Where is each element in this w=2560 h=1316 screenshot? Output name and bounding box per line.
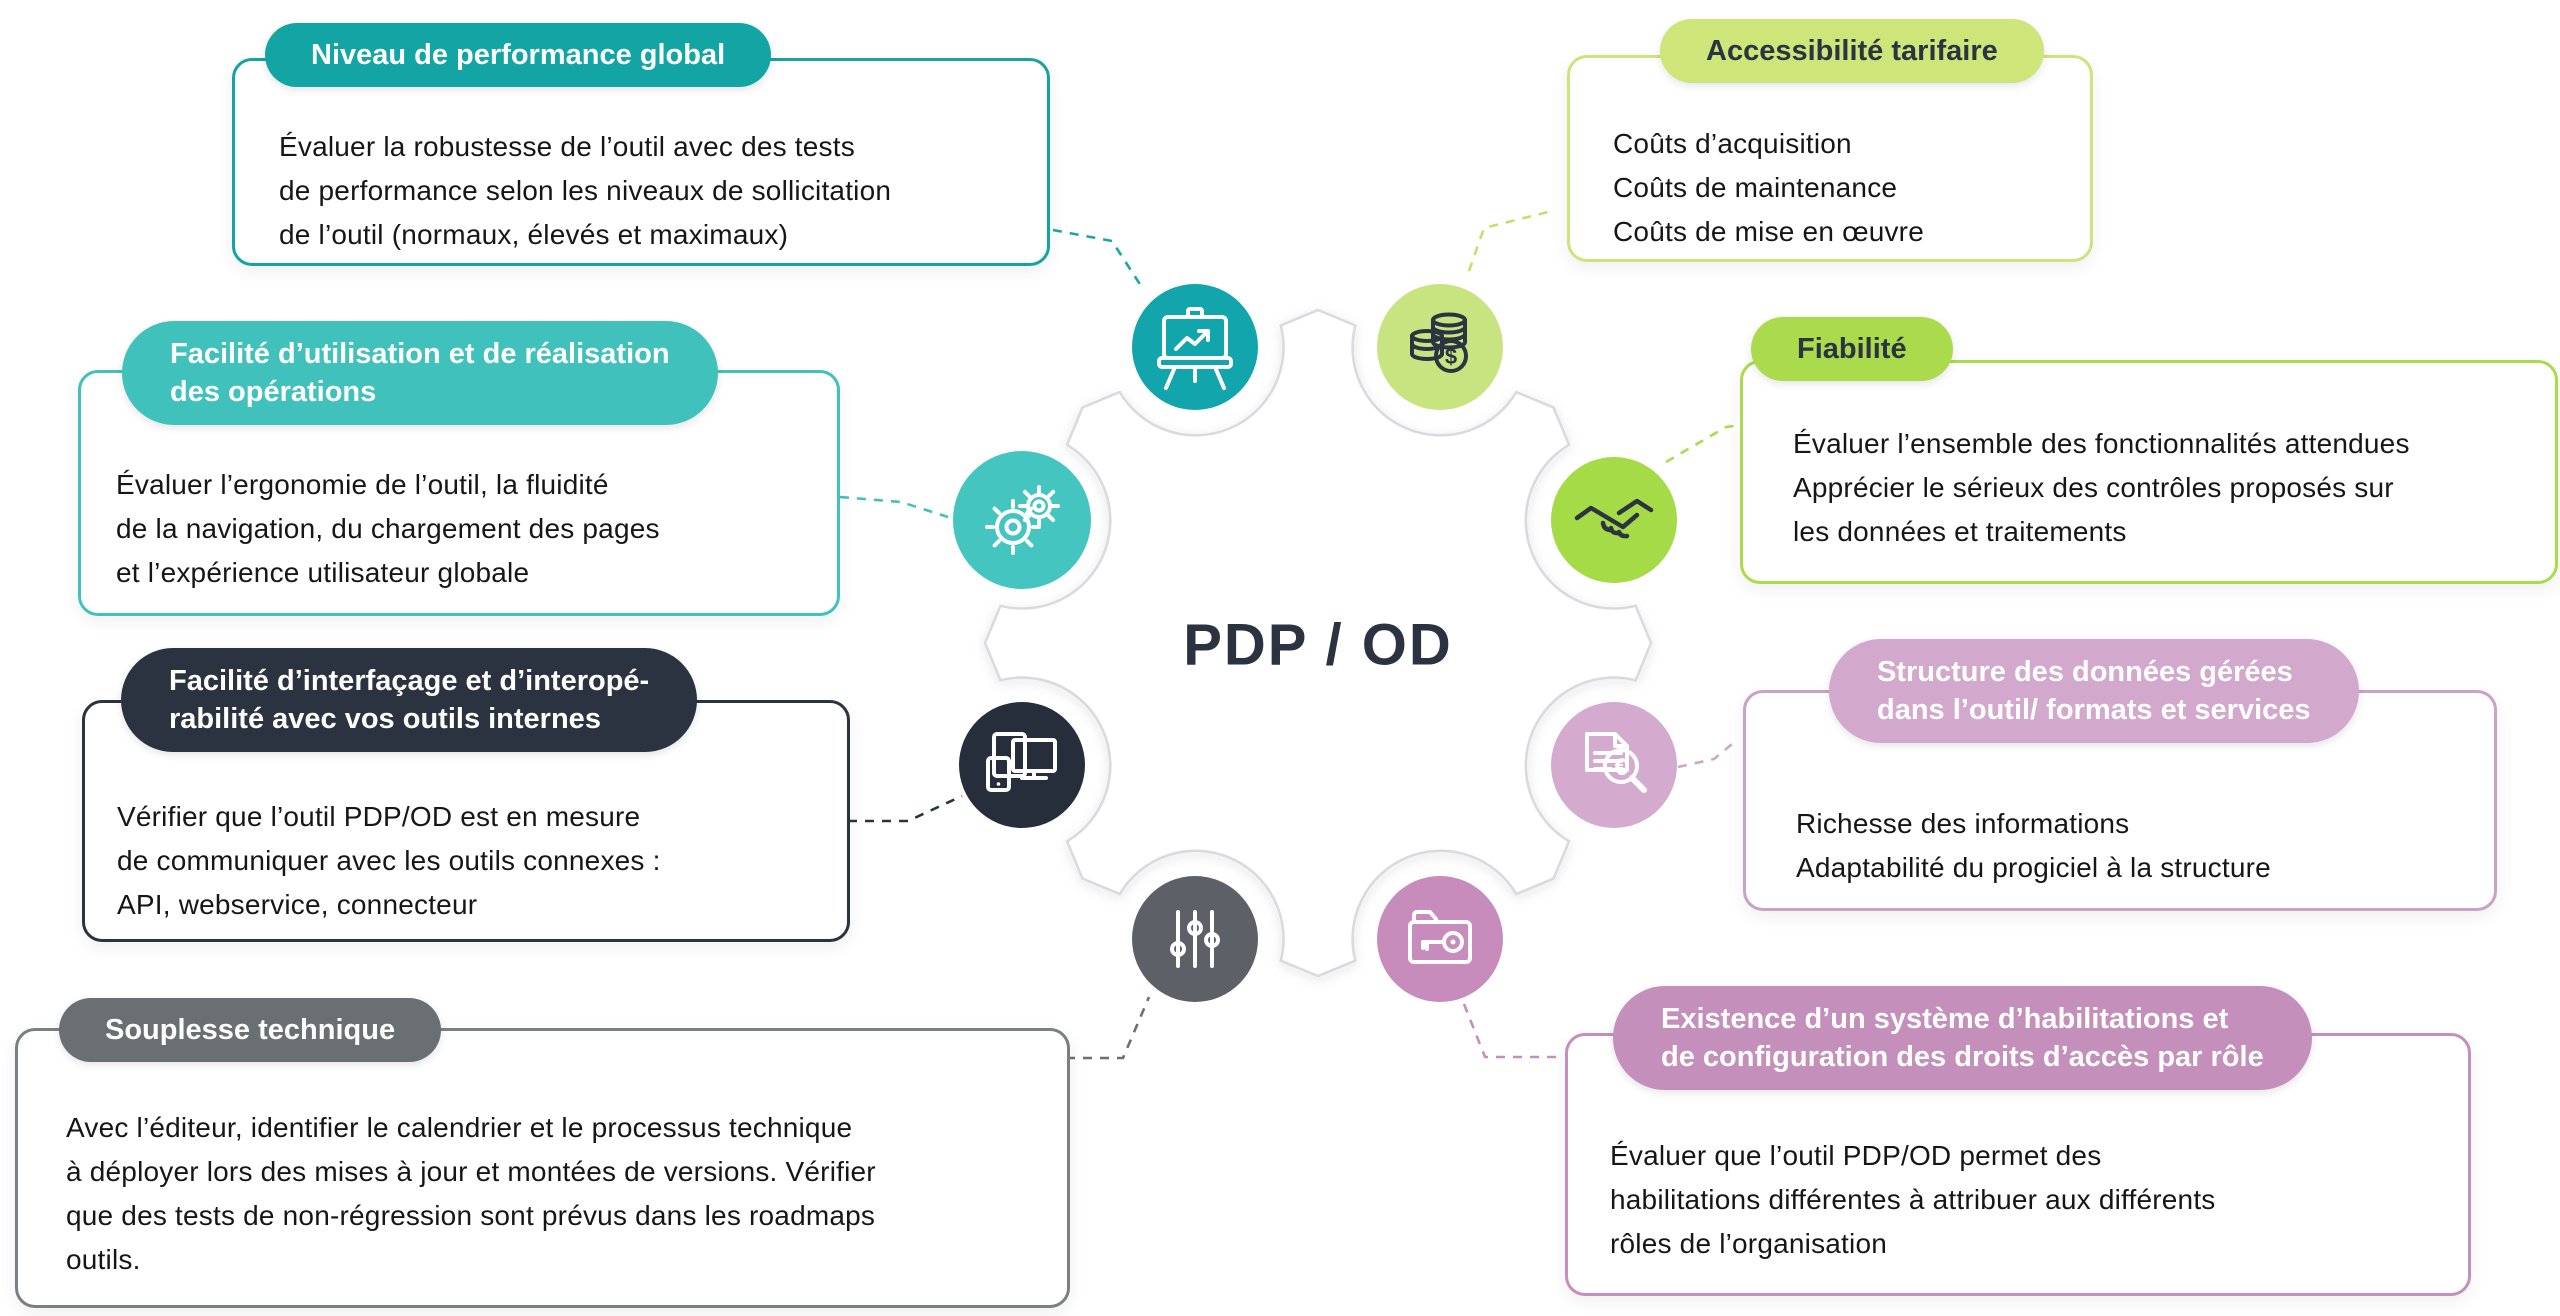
presentation-chart-icon — [1157, 307, 1233, 390]
interoperability-node — [959, 702, 1085, 828]
flexibility-node — [1132, 876, 1258, 1002]
connector-data-structure — [1677, 743, 1733, 769]
card-usability-pill: Facilité d’utilisation et de réalisation… — [122, 321, 718, 425]
folder-key-icon — [1408, 910, 1472, 964]
card-reliability-body: Évaluer l’ensemble des fonctionnalités a… — [1793, 428, 2410, 547]
connector-usability — [839, 495, 949, 519]
card-permissions-body: Évaluer que l’outil PDP/OD permet des ha… — [1610, 1140, 2216, 1259]
card-pricing: Accessibilité tarifaire Coûts d’acquisit… — [1567, 19, 2093, 262]
card-data-structure: Structure des données gérées dans l’outi… — [1743, 639, 2497, 911]
connector-pricing — [1467, 209, 1553, 272]
card-reliability: Fiabilité Évaluer l’ensemble des fonctio… — [1740, 317, 2558, 584]
svg-text:€: € — [1614, 754, 1627, 781]
card-pricing-pill: Accessibilité tarifaire — [1660, 19, 2044, 83]
card-usability: Facilité d’utilisation et de réalisation… — [78, 321, 840, 616]
data-structure-node: € — [1551, 702, 1677, 828]
card-performance-pill: Niveau de performance global — [265, 23, 772, 87]
card-performance: Niveau de performance global Évaluer la … — [232, 23, 1050, 266]
hub-title: PDP / OD — [1183, 612, 1453, 678]
card-interoperability-body: Vérifier que l’outil PDP/OD est en mesur… — [117, 801, 661, 920]
reliability-node — [1551, 457, 1677, 583]
card-permissions: Existence d’un système d’habilitations e… — [1565, 986, 2471, 1296]
gears-icon — [985, 485, 1060, 555]
connector-flexibility — [1066, 996, 1151, 1060]
card-flexibility-body: Avec l’éditeur, identifier le calendrier… — [66, 1112, 876, 1275]
coins-icon: $ — [1410, 312, 1468, 373]
card-data-structure-pill: Structure des données gérées dans l’outi… — [1829, 639, 2359, 743]
devices-icon — [986, 732, 1057, 792]
connector-interoperability — [848, 794, 963, 823]
card-pricing-body: Coûts d’acquisition Coûts de maintenance… — [1613, 128, 1924, 247]
usability-node — [953, 451, 1091, 589]
svg-text:$: $ — [1445, 344, 1457, 369]
permissions-node — [1377, 876, 1503, 1002]
card-flexibility-pill: Souplesse technique — [59, 998, 442, 1062]
connector-performance — [1052, 228, 1145, 290]
connector-reliability — [1665, 423, 1742, 464]
card-data-structure-body: Richesse des informations Adaptabilité d… — [1796, 808, 2271, 883]
card-flexibility: Souplesse technique Avec l’éditeur, iden… — [15, 998, 1070, 1308]
pricing-node: $ — [1377, 284, 1503, 410]
handshake-icon — [1574, 498, 1654, 539]
document-search-icon: € — [1585, 732, 1647, 793]
sliders-icon — [1170, 910, 1220, 968]
hub-gear-shape — [983, 308, 1653, 978]
card-reliability-pill: Fiabilité — [1751, 317, 1953, 381]
connector-permissions — [1462, 1003, 1563, 1059]
card-permissions-pill: Existence d’un système d’habilitations e… — [1613, 986, 2312, 1090]
card-performance-body: Évaluer la robustesse de l’outil avec de… — [279, 131, 892, 250]
card-interoperability-pill: Facilité d’interfaçage et d’interopé- ra… — [121, 648, 698, 752]
card-usability-body: Évaluer l’ergonomie de l’outil, la fluid… — [116, 469, 660, 588]
card-interoperability: Facilité d’interfaçage et d’interopé- ra… — [82, 648, 850, 942]
performance-node — [1132, 284, 1258, 410]
